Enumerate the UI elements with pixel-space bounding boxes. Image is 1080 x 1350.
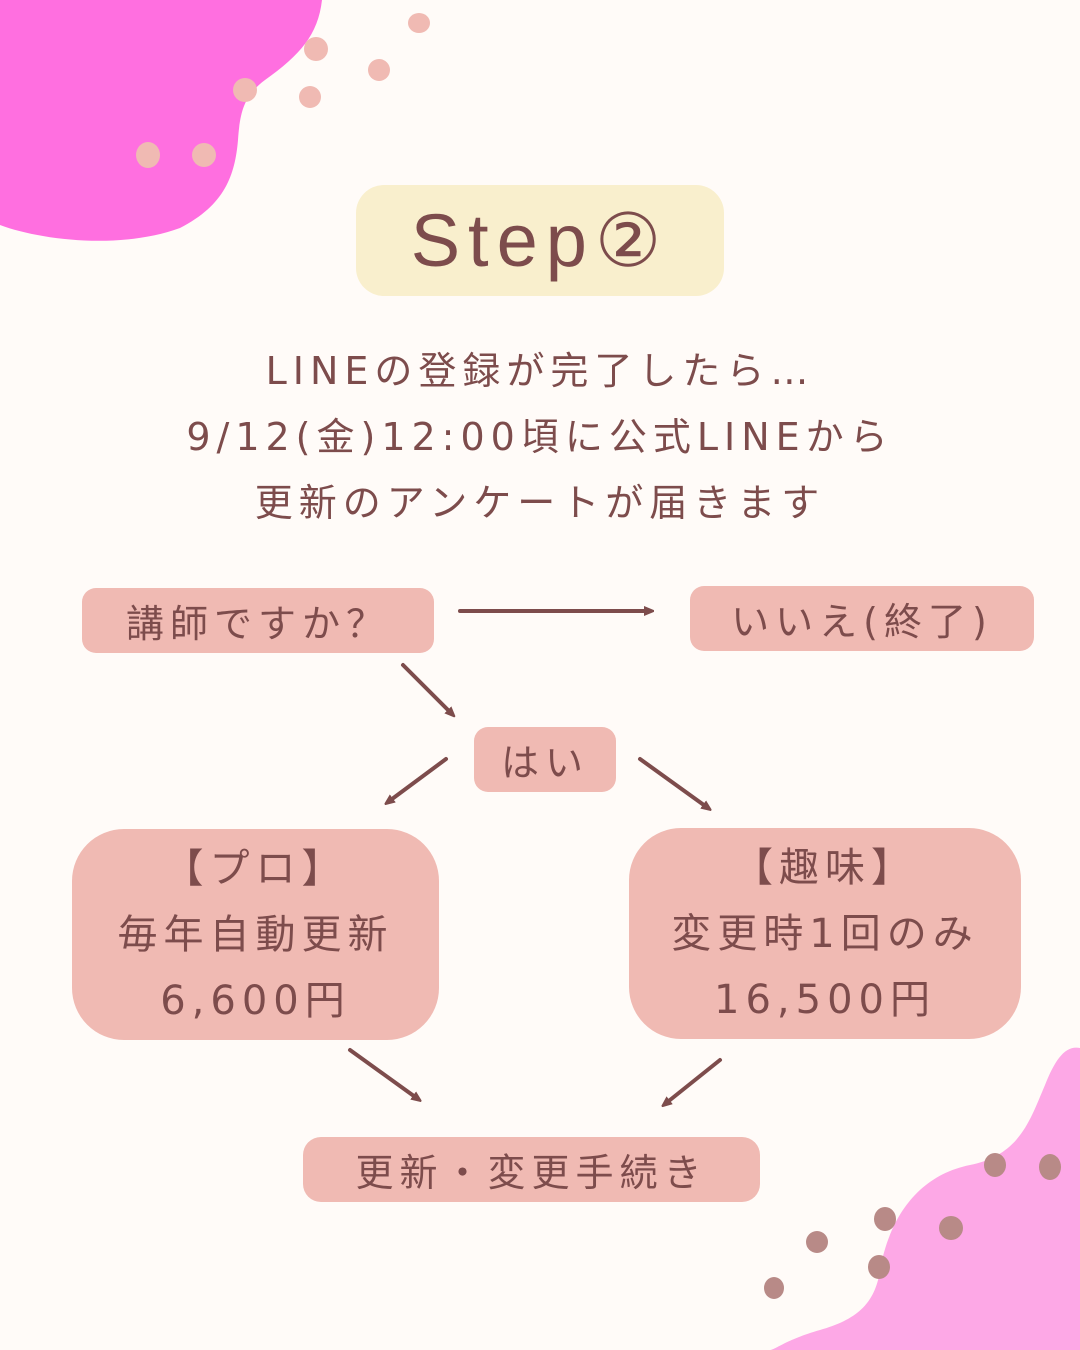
intro-line-2: 9/12(金)12:00頃に公式LINEから [186, 415, 894, 459]
step-title: Step② [410, 198, 670, 282]
pro-price: 6,600円 [160, 977, 351, 1024]
hobby-option-node: 【趣味】 変更時1回のみ 16,500円 [629, 828, 1021, 1039]
arrow-yes-to-pro [388, 757, 448, 802]
decorative-blob-bottom-right [764, 1047, 1080, 1350]
decorative-blob-top-left [0, 0, 328, 241]
arrow-hobby-to-final [665, 1058, 722, 1104]
question-node: 講師ですか？ [82, 588, 434, 653]
hobby-description: 変更時1回のみ [671, 910, 979, 957]
decorative-dots-top [136, 37, 328, 168]
pro-heading: 【プロ】 [163, 845, 348, 892]
decorative-dots-top-right [368, 13, 430, 81]
decorative-dots-bottom [764, 1153, 1061, 1299]
final-procedure-label: 更新・変更手続き [355, 1151, 708, 1195]
arrow-yes-to-hobby [638, 757, 708, 808]
step-title-badge: Step② [356, 185, 724, 296]
final-procedure-node: 更新・変更手続き [303, 1137, 760, 1202]
intro-text: LINEの登録が完了したら… 9/12(金)12:00頃に公式LINEから 更新… [0, 338, 1080, 536]
pro-option-node: 【プロ】 毎年自動更新 6,600円 [72, 829, 439, 1040]
hobby-price: 16,500円 [714, 976, 936, 1023]
no-answer-node: いいえ(終了) [690, 586, 1034, 651]
question-label: 講師ですか？ [125, 602, 390, 646]
hobby-heading: 【趣味】 [733, 844, 917, 891]
yes-answer-label: はい [500, 741, 589, 785]
arrow-pro-to-final [348, 1048, 418, 1099]
arrow-question-to-yes [401, 663, 452, 714]
intro-line-3: 更新のアンケートが届きます [254, 481, 826, 525]
pro-description: 毎年自動更新 [117, 911, 394, 958]
intro-line-1: LINEの登録が完了したら… [265, 349, 815, 393]
yes-answer-node: はい [474, 727, 616, 792]
no-answer-label: いいえ(終了) [731, 600, 993, 644]
